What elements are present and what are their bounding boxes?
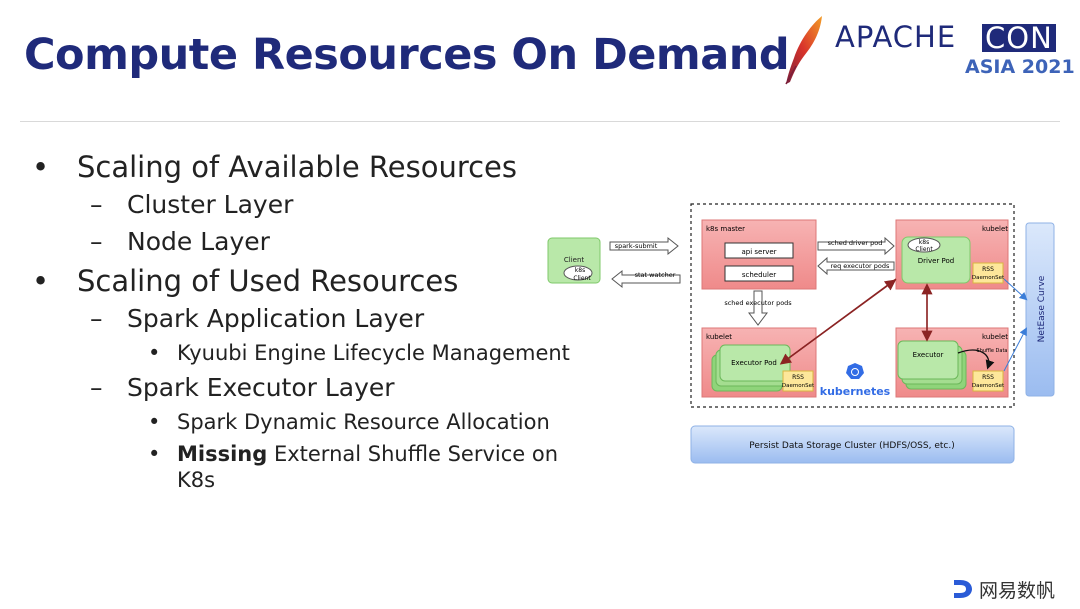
kubernetes-label: kubernetes	[820, 385, 891, 398]
title-divider	[20, 121, 1060, 122]
footer-company-text: 网易数帆	[979, 580, 1056, 602]
sched-driver-arrow	[817, 236, 895, 256]
stat-watcher-label: stat watcher	[635, 271, 676, 279]
logo-con-box: CON	[982, 21, 1056, 55]
bullet-dash: –	[90, 304, 103, 333]
bullet-dot: •	[148, 341, 161, 365]
rss-label-3: RSS	[982, 374, 994, 381]
executor-box	[897, 340, 959, 380]
k8s-client-label-1: k8s	[575, 267, 585, 274]
apache-feather-icon	[785, 16, 822, 85]
bullet-dot: •	[148, 410, 161, 434]
shuffle-data-arrow	[957, 349, 995, 370]
netease-curve-box	[1025, 222, 1055, 397]
scheduler-box	[724, 265, 794, 282]
driver-k8s-client-1: k8s	[919, 239, 929, 246]
bullet-cluster-layer: Cluster Layer	[127, 190, 294, 219]
req-executor-label: req executor pods	[831, 262, 890, 270]
daemonset-label-3: DaemonSet	[972, 383, 1005, 389]
executor-pod-label: Executor Pod	[731, 359, 777, 367]
rss-label-2: RSS	[792, 374, 804, 381]
k8s-master-label: k8s master	[706, 225, 745, 233]
rss-daemonset-box-3	[972, 370, 1004, 392]
driver-k8s-client-2: Client	[915, 246, 933, 253]
shuffle-data-label: Shuffle Data	[977, 348, 1008, 354]
bullet-dot: •	[32, 150, 50, 184]
executor-label: Executor	[913, 351, 944, 359]
architecture-diagram: Client k8s Client spark-submit stat watc…	[547, 203, 1055, 464]
bullet-dash: –	[90, 227, 103, 256]
stat-watcher-arrow	[611, 269, 681, 289]
executor-kubelet-left-label: kubelet	[706, 333, 732, 341]
bullet-kyuubi-lifecycle: Kyuubi Engine Lifecycle Management	[177, 341, 570, 365]
bullet-node-layer: Node Layer	[127, 227, 270, 256]
bullet-dynamic-allocation: Spark Dynamic Resource Allocation	[177, 410, 550, 434]
executor-pod-to-driver-line	[781, 279, 897, 364]
driver-kubelet-label: kubelet	[982, 225, 1008, 233]
bullet-missing-bold: Missing	[177, 442, 268, 466]
bullet-scaling-available: Scaling of Available Resources	[77, 150, 517, 184]
bullet-spark-app-layer: Spark Application Layer	[127, 304, 425, 333]
rss-label-1: RSS	[982, 266, 994, 273]
logo-con-text: CON	[985, 21, 1053, 55]
rss-to-curve-line-2	[1003, 327, 1027, 372]
spark-submit-arrow	[609, 236, 679, 256]
sched-executor-label: sched executor pods	[724, 299, 792, 307]
bullet-missing-rest: External Shuffle Service on	[267, 442, 559, 466]
driver-k8s-client-ellipse	[907, 237, 941, 253]
cluster-boundary	[690, 203, 1015, 408]
bullet-dot: •	[32, 264, 50, 298]
bullet-dot: •	[148, 442, 161, 466]
k8s-client-ellipse	[563, 265, 593, 281]
daemonset-label-2: DaemonSet	[782, 383, 815, 389]
rss-daemonset-box-2	[782, 370, 814, 392]
netease-shufan-icon	[954, 580, 972, 598]
sched-executor-arrow	[748, 290, 768, 326]
logo-apache-text: APACHE	[835, 20, 957, 54]
executor-kubelet-right-label: kubelet	[982, 333, 1008, 341]
daemonset-label-1: DaemonSet	[972, 275, 1005, 281]
persist-storage-label: Persist Data Storage Cluster (HDFS/OSS, …	[749, 441, 954, 451]
bullet-dash: –	[90, 190, 103, 219]
bullet-spark-executor-layer: Spark Executor Layer	[127, 373, 395, 402]
kubernetes-logo: kubernetes	[820, 363, 891, 398]
footer-logo: 网易数帆	[952, 578, 1055, 604]
slide-title: Compute Resources On Demand	[24, 30, 790, 80]
bullet-missing-ess: Missing External Shuffle Service on	[177, 442, 558, 466]
driver-pod-label: Driver Pod	[918, 257, 954, 265]
sched-driver-label: sched driver pod	[828, 239, 883, 247]
client-label: Client	[564, 256, 585, 264]
rss-to-curve-line-1	[1003, 278, 1028, 301]
bullet-missing-ess-cont: K8s	[177, 468, 216, 492]
netease-curve-label: NetEase Curve	[1037, 275, 1047, 342]
scheduler-label: scheduler	[742, 271, 776, 279]
req-executor-arrow	[817, 256, 895, 276]
api-server-box	[724, 242, 794, 259]
api-server-label: api server	[741, 248, 776, 256]
persist-storage-box	[690, 425, 1015, 464]
bullet-scaling-used: Scaling of Used Resources	[77, 264, 459, 298]
k8s-client-label-2: Client	[573, 275, 591, 282]
rss-daemonset-box-1	[972, 262, 1004, 284]
bullet-dash: –	[90, 373, 103, 402]
spark-submit-label: spark-submit	[615, 242, 658, 250]
logo-event-text: ASIA 2021	[965, 56, 1075, 78]
